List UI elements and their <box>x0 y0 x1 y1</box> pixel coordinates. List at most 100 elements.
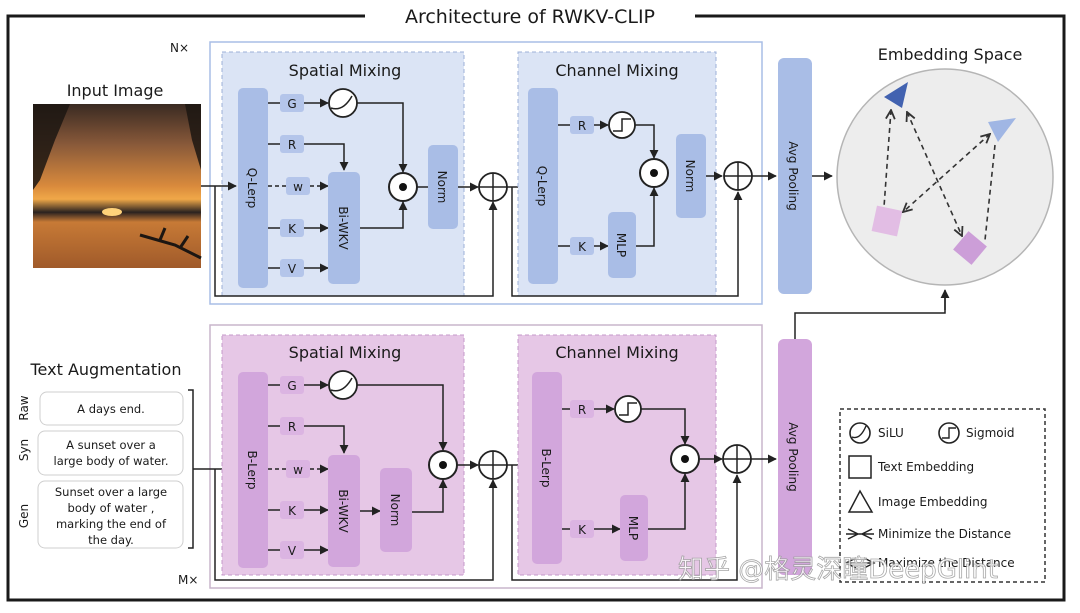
text-avg-pooling <box>778 339 812 575</box>
svg-text:K: K <box>288 504 297 518</box>
svg-text:MLP: MLP <box>626 516 640 540</box>
svg-text:Minimize the Distance: Minimize the Distance <box>878 527 1011 541</box>
silu-icon <box>849 422 871 444</box>
n-repeat-label: N× <box>170 41 189 55</box>
svg-text:Avg Pooling: Avg Pooling <box>786 422 800 491</box>
embedding-space-title: Embedding Space <box>878 45 1023 64</box>
branch-k: K <box>268 219 329 237</box>
svg-text:G: G <box>287 97 296 111</box>
triangle-icon <box>847 489 874 513</box>
text-norm-block <box>380 468 412 552</box>
text-branch-v: V <box>268 541 329 559</box>
augmentation-bracket <box>188 389 194 549</box>
svg-text:R: R <box>578 119 586 133</box>
channel-mixing-title: Channel Mixing <box>555 61 678 80</box>
text-branch-k: K <box>268 501 329 519</box>
svg-text:Spatial Mixing: Spatial Mixing <box>289 343 402 362</box>
text-bi-wkv-block <box>328 455 360 567</box>
augmentation-syn: Syn A sunset over a large body of water. <box>17 430 184 476</box>
residual-add-2 <box>723 161 753 191</box>
text-silu-icon <box>328 370 358 400</box>
svg-text:Raw: Raw <box>17 395 31 420</box>
image-encoder: N× Input Image S <box>33 41 833 305</box>
text-branch-g: G <box>268 370 448 451</box>
svg-text:w: w <box>293 180 303 194</box>
svg-text:G: G <box>287 379 296 393</box>
text-embedding-2 <box>953 231 987 265</box>
diagram-title: Architecture of RWKV-CLIP <box>405 6 655 28</box>
branch-r: R <box>268 135 349 171</box>
input-image-label: Input Image <box>67 81 164 100</box>
embedding-space: Embedding Space <box>836 45 1054 310</box>
svg-text:B-Lerp: B-Lerp <box>539 449 553 488</box>
svg-text:Sunset over a large: Sunset over a large <box>55 485 167 499</box>
diverging-arrows-icon <box>844 557 876 569</box>
channel-branch-r: R <box>558 111 659 159</box>
legend-image-embedding: Image Embedding <box>847 489 987 513</box>
q-lerp-block <box>238 88 268 288</box>
b-lerp-block <box>238 372 268 568</box>
q-lerp-label: Q-Lerp <box>245 168 259 209</box>
m-repeat-label: M× <box>178 573 198 587</box>
legend-silu: SiLU <box>849 422 904 444</box>
legend: SiLU Sigmoid Text Embedding Image Embedd… <box>839 408 1046 583</box>
text-channel-branch-r: R <box>562 395 690 445</box>
converging-arrows-icon <box>846 528 874 540</box>
svg-text:Text Embedding: Text Embedding <box>877 460 974 474</box>
svg-text:Image Embedding: Image Embedding <box>878 495 987 509</box>
svg-text:large body of water.: large body of water. <box>54 454 169 468</box>
mlp-block <box>608 212 636 278</box>
svg-text:Channel Mixing: Channel Mixing <box>555 343 678 362</box>
svg-text:Norm: Norm <box>683 160 697 193</box>
watermark: 知乎 @格灵深瞳DeepGlint <box>678 555 998 585</box>
text-encoder: M× Text Augmentation Raw A days end. Syn… <box>17 292 946 589</box>
svg-text:w: w <box>293 463 303 477</box>
text-residual-add-1 <box>478 450 508 480</box>
branch-w: w <box>268 177 329 195</box>
branch-g: G <box>268 88 408 173</box>
channel-q-lerp-block <box>528 88 558 284</box>
legend-sigmoid: Sigmoid <box>938 422 1015 444</box>
branch-v: V <box>268 259 329 277</box>
svg-text:the day.: the day. <box>88 533 134 547</box>
text-branch-w: w <box>268 460 329 478</box>
legend-maximize: Maximize the Distance <box>844 556 1015 570</box>
augmentation-raw: Raw A days end. <box>17 391 184 426</box>
bi-wkv-label: Bi-WKV <box>336 206 350 250</box>
text-augmentation-label: Text Augmentation <box>30 360 182 379</box>
svg-text:A days end.: A days end. <box>77 402 145 416</box>
svg-text:K: K <box>288 222 297 236</box>
norm-block <box>428 145 458 229</box>
image-embedding-1 <box>884 82 908 108</box>
svg-text:Gen: Gen <box>17 504 31 528</box>
text-mlp-block <box>620 495 648 561</box>
svg-text:V: V <box>288 544 297 558</box>
sigmoid-icon <box>938 422 960 444</box>
augmentation-gen: Gen Sunset over a large body of water , … <box>17 480 184 549</box>
svg-text:body of water ,: body of water , <box>68 501 155 515</box>
image-avg-pooling <box>778 58 812 294</box>
text-channel-branch-k: K <box>562 520 621 538</box>
bi-wkv-block <box>328 172 360 284</box>
svg-text:Avg Pooling: Avg Pooling <box>786 141 800 210</box>
residual-add-1 <box>478 172 508 202</box>
spatial-mixing-title: Spatial Mixing <box>289 61 402 80</box>
input-image[interactable] <box>33 104 202 268</box>
svg-text:Sigmoid: Sigmoid <box>966 426 1015 440</box>
legend-text-embedding: Text Embedding <box>848 455 974 479</box>
silu-icon <box>328 88 358 118</box>
channel-norm-block <box>676 134 706 218</box>
text-branch-r: R <box>268 417 349 454</box>
svg-text:Q-Lerp: Q-Lerp <box>535 166 549 207</box>
svg-text:R: R <box>578 403 586 417</box>
svg-text:marking the end of: marking the end of <box>56 517 167 531</box>
svg-text:Syn: Syn <box>17 439 31 461</box>
text-residual-add-2 <box>722 444 752 474</box>
svg-text:R: R <box>288 138 296 152</box>
square-icon <box>848 455 872 479</box>
svg-text:Norm: Norm <box>388 494 402 527</box>
svg-text:SiLU: SiLU <box>878 426 904 440</box>
channel-branch-k: K <box>558 237 609 255</box>
svg-text:MLP: MLP <box>614 233 628 257</box>
